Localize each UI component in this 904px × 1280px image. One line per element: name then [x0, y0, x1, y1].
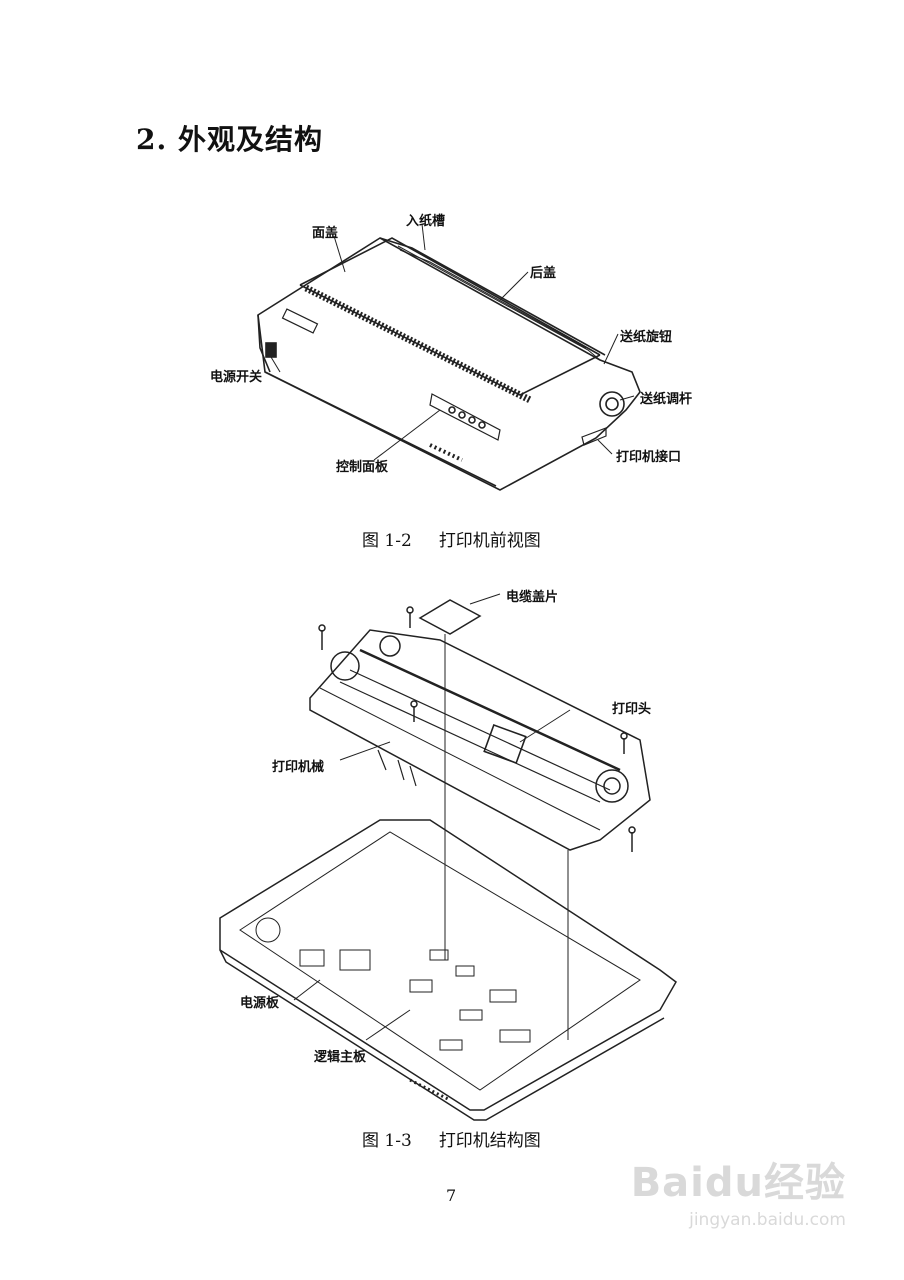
page-number: 7: [446, 1186, 457, 1205]
figure2-caption: 图 1-3 打印机结构图: [362, 1126, 541, 1151]
section-heading: 2. 外观及结构: [136, 123, 323, 156]
label-logic-board: 逻辑主板: [314, 1050, 367, 1065]
label-power-switch: 电源开关: [210, 370, 263, 385]
label-top-cover: 面盖: [312, 226, 339, 241]
watermark-url: jingyan.baidu.com: [689, 1210, 846, 1230]
label-interface: 打印机接口: [616, 450, 682, 465]
watermark-brand: Baidu经验: [630, 1160, 846, 1206]
figure1-caption-text: 打印机前视图: [438, 531, 541, 551]
watermark: Baidu经验 jingyan.baidu.com: [631, 1150, 846, 1230]
label-print-head: 打印头: [612, 702, 652, 717]
label-rear-cover: 后盖: [530, 266, 557, 281]
figure2-caption-number: 图 1-3: [362, 1131, 412, 1151]
figure1-caption-number: 图 1-2: [362, 531, 412, 551]
label-control-panel: 控制面板: [336, 460, 389, 475]
label-cable-cover: 电缆盖片: [506, 590, 559, 605]
label-feed-lever: 送纸调杆: [640, 392, 693, 407]
label-mechanism: 打印机械: [272, 760, 325, 775]
printer-front-view-figure: [257, 223, 641, 491]
label-power-board: 电源板: [240, 996, 280, 1011]
figure2-caption-text: 打印机结构图: [438, 1131, 541, 1151]
label-paper-slot: 入纸槽: [406, 214, 446, 229]
label-feed-knob: 送纸旋钮: [620, 330, 673, 345]
printer-structure-figure: [219, 593, 677, 1121]
figure1-caption: 图 1-2 打印机前视图: [362, 526, 541, 551]
